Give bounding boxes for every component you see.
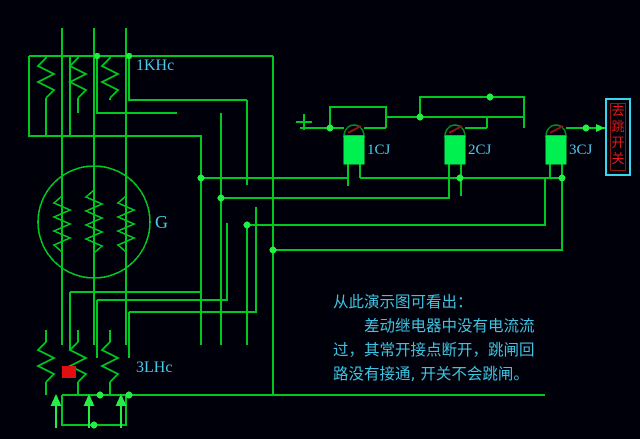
relay-1-coil-body — [343, 135, 365, 165]
ct-bot-rail-b — [97, 223, 228, 301]
current-arrows — [50, 393, 127, 428]
relay-2-coil-body — [444, 135, 466, 165]
node-bot-rail-b — [125, 391, 133, 399]
relay-3-coil-body — [545, 135, 567, 165]
trip-char-1: 去 — [611, 104, 625, 119]
ct-top-windings — [36, 56, 130, 136]
relay-3-dome — [545, 124, 567, 137]
coil-rail-mid — [221, 178, 450, 199]
generator-circle — [37, 165, 151, 279]
node-stair-2 — [217, 194, 225, 202]
ct-bot-windings — [36, 292, 130, 395]
explanatory-note: 从此演示图可看出： 差动继电器中没有电流流 过，其常开接点断开，跳闸回 路没有接… — [333, 290, 633, 386]
relay-1-contact — [347, 125, 362, 134]
relay-2-contact — [448, 125, 463, 134]
node-top-b — [93, 52, 101, 60]
trip-switch-box: 去 跳 开 关 — [605, 98, 631, 176]
contact-jumper-2b — [419, 96, 525, 128]
ct-bot-rail-a — [70, 230, 202, 293]
winding-1khc-b — [68, 57, 88, 99]
fault-marker-square — [62, 366, 76, 378]
node-bot-rail-a — [96, 391, 104, 399]
node-stair-3 — [243, 221, 251, 229]
generator-symbol — [37, 165, 151, 279]
trip-switch-box-inner-border — [610, 103, 626, 171]
node-coil-rail-b — [558, 174, 566, 182]
node-top-c — [125, 52, 133, 60]
note-line-4: 路没有接通, 开关不会跳闸。 — [333, 365, 529, 383]
relay-2-symbol[interactable] — [444, 124, 466, 165]
contact-jumper-3 — [486, 116, 524, 128]
label-relay-1: 1CJ — [367, 142, 391, 158]
trip-char-4: 关 — [611, 152, 625, 167]
contact-jumper-1 — [329, 106, 387, 128]
label-ct-bottom: 3LHc — [136, 359, 173, 376]
relay-symbols — [343, 124, 567, 165]
node-bot-loop — [90, 421, 98, 429]
generator-winding-c — [116, 195, 136, 253]
winding-1khc-c — [100, 57, 120, 99]
ct-bot-return-loop — [61, 395, 127, 426]
trip-char-3: 开 — [611, 136, 625, 151]
relay-1-dome — [343, 124, 365, 137]
coil-rail-lowest — [273, 222, 563, 251]
label-ct-top: 1KHc — [136, 57, 175, 74]
trip-arrow — [596, 124, 605, 132]
winding-3lhc-b — [68, 341, 88, 383]
node-coil-rail-a — [456, 174, 464, 182]
ct-top-bottom-rail — [70, 135, 202, 240]
contact-jumper-2 — [385, 116, 420, 128]
node-supply — [326, 124, 334, 132]
note-line-3: 过，其常开接点断开，跳闸回 — [333, 341, 535, 359]
generator-winding-b — [84, 189, 104, 254]
winding-3lhc-a — [36, 341, 56, 383]
trip-char-2: 跳 — [611, 120, 625, 135]
node-bridge-2 — [486, 93, 494, 101]
label-relay-3: 3CJ — [569, 142, 593, 158]
current-arrow-1 — [50, 393, 62, 428]
note-line-1: 从此演示图可看出： — [333, 293, 473, 311]
relay-3-symbol[interactable] — [545, 124, 567, 165]
trip-switch-text: 去 跳 开 关 — [607, 104, 629, 168]
node-stair-4 — [269, 246, 277, 254]
ct-bot-rail-c — [129, 207, 257, 313]
ct-top-loop-a — [28, 56, 70, 137]
label-generator: G — [155, 212, 168, 232]
label-relay-2: 2CJ — [468, 142, 492, 158]
current-arrow-3 — [115, 393, 127, 428]
note-line-2: 差动继电器中没有电流流 — [364, 317, 535, 335]
winding-3lhc-c — [100, 341, 120, 383]
junction-nodes — [90, 52, 590, 429]
relay-3-contact — [549, 125, 564, 134]
node-stair-1 — [197, 174, 205, 182]
supply-plus-sign — [296, 114, 312, 130]
relay-1-symbol[interactable] — [343, 124, 365, 165]
current-arrow-2 — [83, 393, 95, 428]
coil-rail-low — [247, 178, 546, 226]
winding-1khc-a — [36, 57, 56, 99]
node-bridge-1 — [416, 113, 424, 121]
relay-2-dome — [444, 124, 466, 137]
node-out — [582, 124, 590, 132]
generator-winding-a — [52, 195, 72, 253]
